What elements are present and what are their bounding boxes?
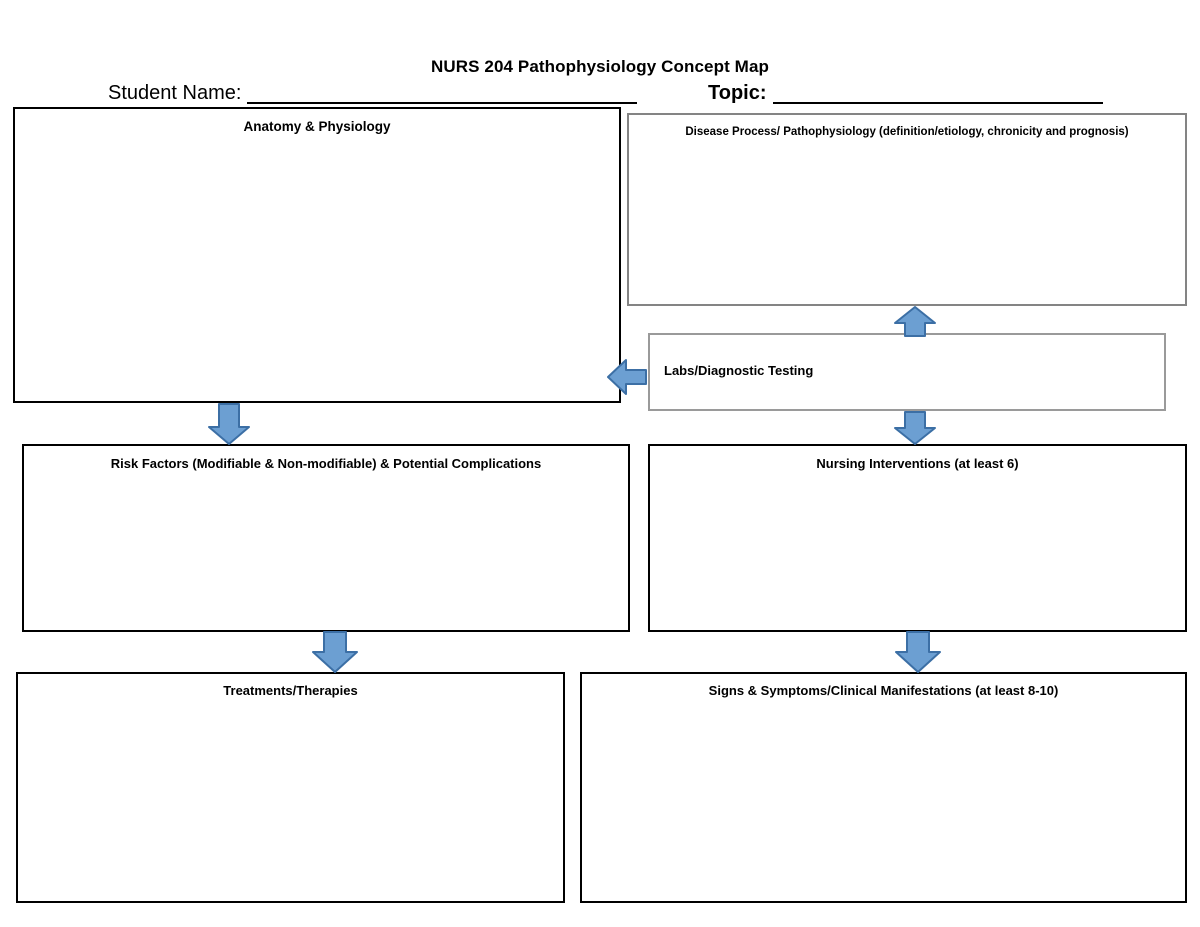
header-fields-row: Student Name: Topic: xyxy=(0,82,1200,108)
box-nursing-interventions[interactable]: Nursing Interventions (at least 6) xyxy=(648,444,1187,632)
box-risk-factors-title: Risk Factors (Modifiable & Non-modifiabl… xyxy=(110,456,542,471)
topic-field[interactable]: Topic: xyxy=(708,82,1103,104)
box-anatomy-physiology[interactable]: Anatomy & Physiology xyxy=(13,107,621,403)
arrow-left-labs-to-anatomy xyxy=(606,357,648,397)
box-treatments-therapies[interactable]: Treatments/Therapies xyxy=(16,672,565,903)
student-name-label: Student Name: xyxy=(108,82,242,104)
box-labs-diagnostic-testing[interactable]: Labs/Diagnostic Testing xyxy=(648,333,1166,411)
student-name-input[interactable] xyxy=(247,83,638,104)
topic-label: Topic: xyxy=(708,82,767,104)
arrow-down-nursing-to-signs xyxy=(893,630,943,674)
box-treatments-therapies-title: Treatments/Therapies xyxy=(223,683,358,698)
arrow-down-anatomy-to-risk xyxy=(207,402,251,446)
box-nursing-interventions-title: Nursing Interventions (at least 6) xyxy=(816,456,1019,471)
box-anatomy-physiology-title: Anatomy & Physiology xyxy=(243,119,391,134)
topic-input[interactable] xyxy=(772,83,1103,104)
box-signs-symptoms[interactable]: Signs & Symptoms/Clinical Manifestations… xyxy=(580,672,1187,903)
box-signs-symptoms-title: Signs & Symptoms/Clinical Manifestations… xyxy=(708,683,1059,698)
arrow-down-labs-to-nursing xyxy=(893,410,937,446)
box-risk-factors[interactable]: Risk Factors (Modifiable & Non-modifiabl… xyxy=(22,444,630,632)
student-name-field[interactable]: Student Name: xyxy=(108,82,638,104)
box-disease-process-title: Disease Process/ Pathophysiology (defini… xyxy=(685,126,1129,138)
box-labs-diagnostic-testing-title: Labs/Diagnostic Testing xyxy=(664,363,814,378)
arrow-down-risk-to-treatments xyxy=(310,630,360,674)
page-title: NURS 204 Pathophysiology Concept Map xyxy=(431,57,769,76)
arrow-up-labs-to-disease xyxy=(893,305,937,337)
box-disease-process[interactable]: Disease Process/ Pathophysiology (defini… xyxy=(627,113,1187,306)
